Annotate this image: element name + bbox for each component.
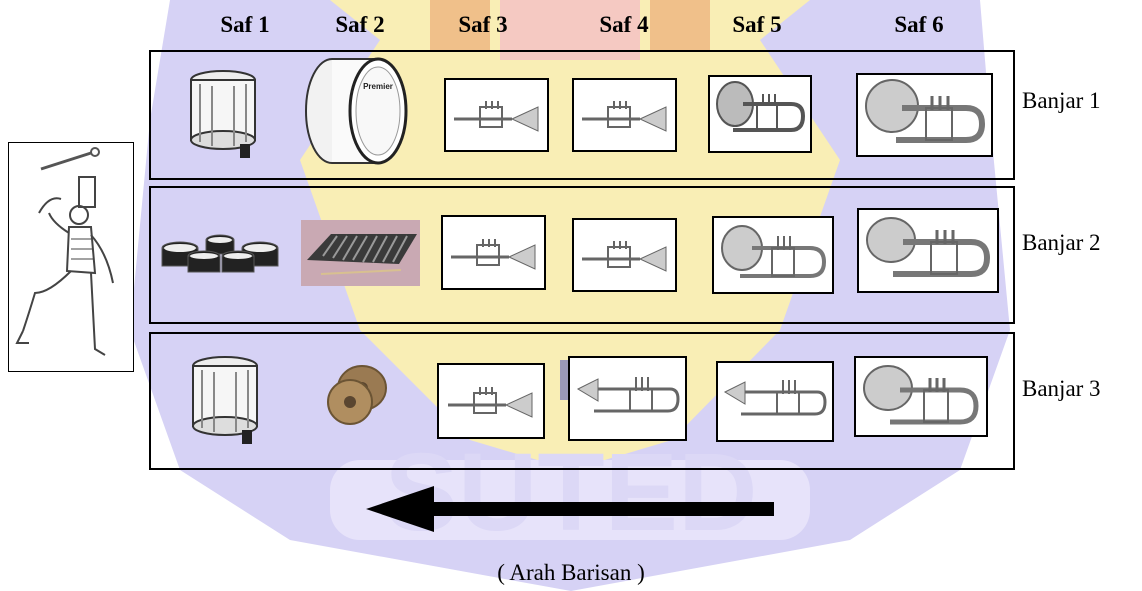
baritone-icon [856, 73, 993, 157]
row-banjar-3 [149, 332, 1015, 470]
tenor-drums-icon [160, 228, 280, 283]
bass-drum-brand: Premier [363, 82, 393, 91]
row-label-banjar-3: Banjar 3 [1022, 376, 1101, 401]
snare-drum-icon [190, 352, 260, 453]
trumpet-icon [437, 363, 545, 439]
drum-major-icon [15, 147, 114, 356]
trumpet-icon [572, 218, 677, 292]
column-header-saf-4: Saf 4 [599, 12, 649, 37]
cymbals-icon [326, 362, 388, 433]
flugelhorn-icon [568, 356, 687, 441]
bass-drum-icon: Premier [302, 55, 410, 172]
trumpet-icon [572, 78, 677, 152]
row-banjar-2 [149, 186, 1015, 324]
column-header-saf-2: Saf 2 [335, 12, 385, 37]
row-label-banjar-1: Banjar 1 [1022, 88, 1101, 113]
trumpet-icon [441, 215, 546, 290]
snare-drum-icon [188, 66, 258, 167]
mellophone-icon [708, 75, 812, 153]
drum-major-figure [8, 142, 134, 372]
column-header-saf-3: Saf 3 [458, 12, 508, 37]
column-header-saf-1: Saf 1 [220, 12, 270, 37]
column-header-saf-6: Saf 6 [894, 12, 944, 37]
mellophone-icon [854, 356, 988, 437]
glockenspiel-icon [301, 220, 420, 291]
row-banjar-1 [149, 50, 1015, 180]
baritone-icon [857, 208, 999, 293]
row-label-banjar-2: Banjar 2 [1022, 230, 1101, 255]
column-header-saf-5: Saf 5 [732, 12, 782, 37]
flugelhorn-icon [716, 361, 834, 442]
mellophone-icon [712, 216, 834, 294]
trumpet-icon [444, 78, 549, 152]
direction-caption: ( Arah Barisan ) [497, 560, 645, 585]
